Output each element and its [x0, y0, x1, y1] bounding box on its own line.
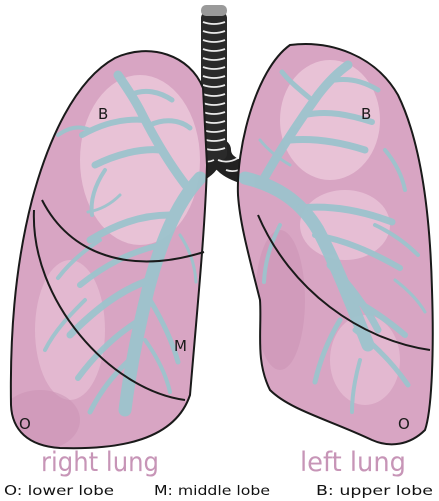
legend: O: lower lobe M: middle lobe B: upper lo…	[4, 483, 433, 499]
left-lung	[238, 44, 433, 444]
left-lung-label: left lung	[300, 447, 406, 478]
right-lung-highlight	[35, 260, 105, 400]
right-upper-lobe-label: B	[98, 105, 108, 123]
right-lung-label: right lung	[41, 447, 159, 478]
trachea-cap	[201, 5, 227, 16]
left-upper-lobe-label: B	[361, 105, 371, 123]
right-lower-lobe-label: O	[19, 415, 31, 433]
legend-upper-lobe: B: upper lobe	[316, 483, 433, 499]
left-lung-shade	[255, 230, 305, 370]
legend-middle-lobe: M: middle lobe	[154, 483, 270, 499]
right-middle-lobe-label: M	[174, 337, 187, 355]
left-lower-lobe-label: O	[398, 415, 410, 433]
legend-lower-lobe: O: lower lobe	[4, 483, 114, 499]
right-lung-shade	[0, 390, 80, 450]
